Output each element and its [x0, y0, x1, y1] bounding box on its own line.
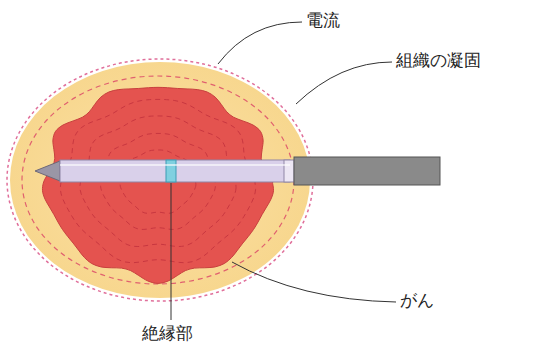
current-label: 電流 — [306, 10, 340, 30]
insulation-part — [166, 160, 176, 182]
cancer-region — [42, 87, 273, 283]
electrode-needle — [35, 157, 440, 185]
coagulation-zone — [10, 62, 310, 298]
leader-lines — [171, 22, 396, 320]
coagulation-label: 組織の凝固 — [396, 50, 481, 70]
current-line — [22, 76, 294, 284]
insulation-label: 絶縁部 — [142, 323, 193, 343]
current-outline — [7, 59, 313, 301]
cancer-label: がん — [400, 290, 434, 310]
